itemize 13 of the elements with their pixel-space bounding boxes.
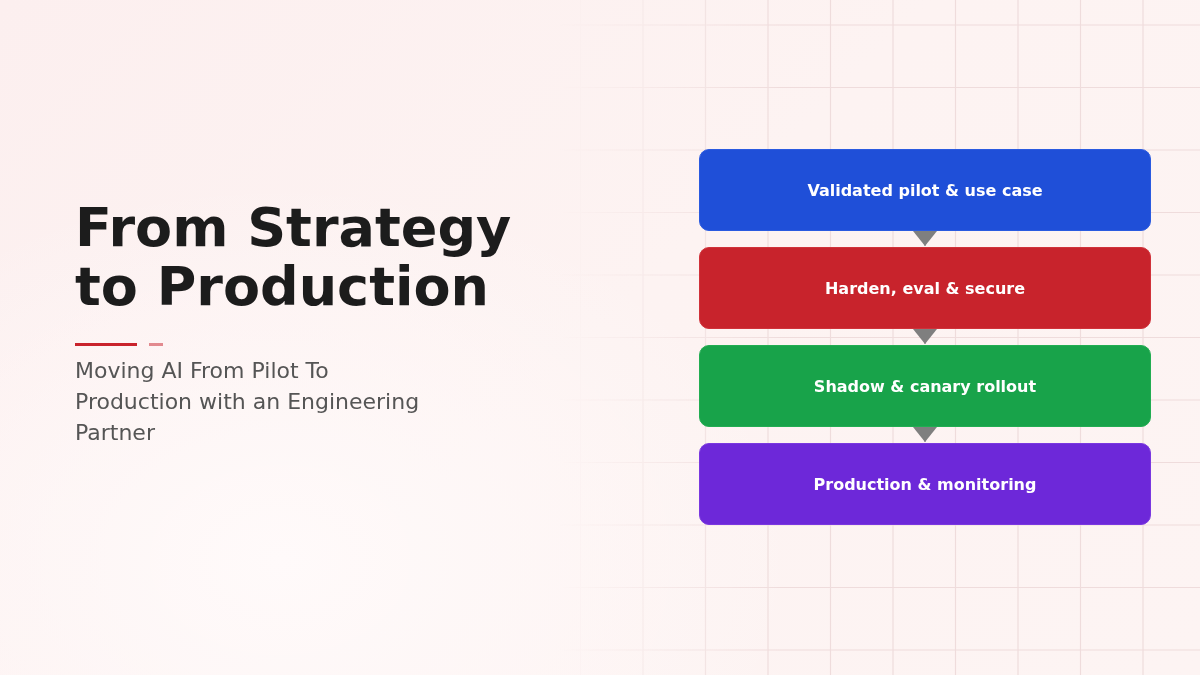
subtitle: Moving AI From Pilot To Production with an Engineering Partner <box>75 357 421 447</box>
step-label: Validated pilot & use case <box>807 180 1043 200</box>
process-box <box>699 345 1151 427</box>
title: From Strategy to Production <box>75 198 513 316</box>
arrow <box>913 230 937 247</box>
process-box <box>699 247 1151 329</box>
process-box <box>699 149 1151 231</box>
step-label: Harden, eval & secure <box>824 278 1026 298</box>
arrow <box>913 426 937 443</box>
process-box <box>699 443 1151 525</box>
step-label: Shadow & canary rollout <box>813 376 1037 396</box>
arrow <box>913 328 937 345</box>
step-label: Production & monitoring <box>813 474 1037 494</box>
